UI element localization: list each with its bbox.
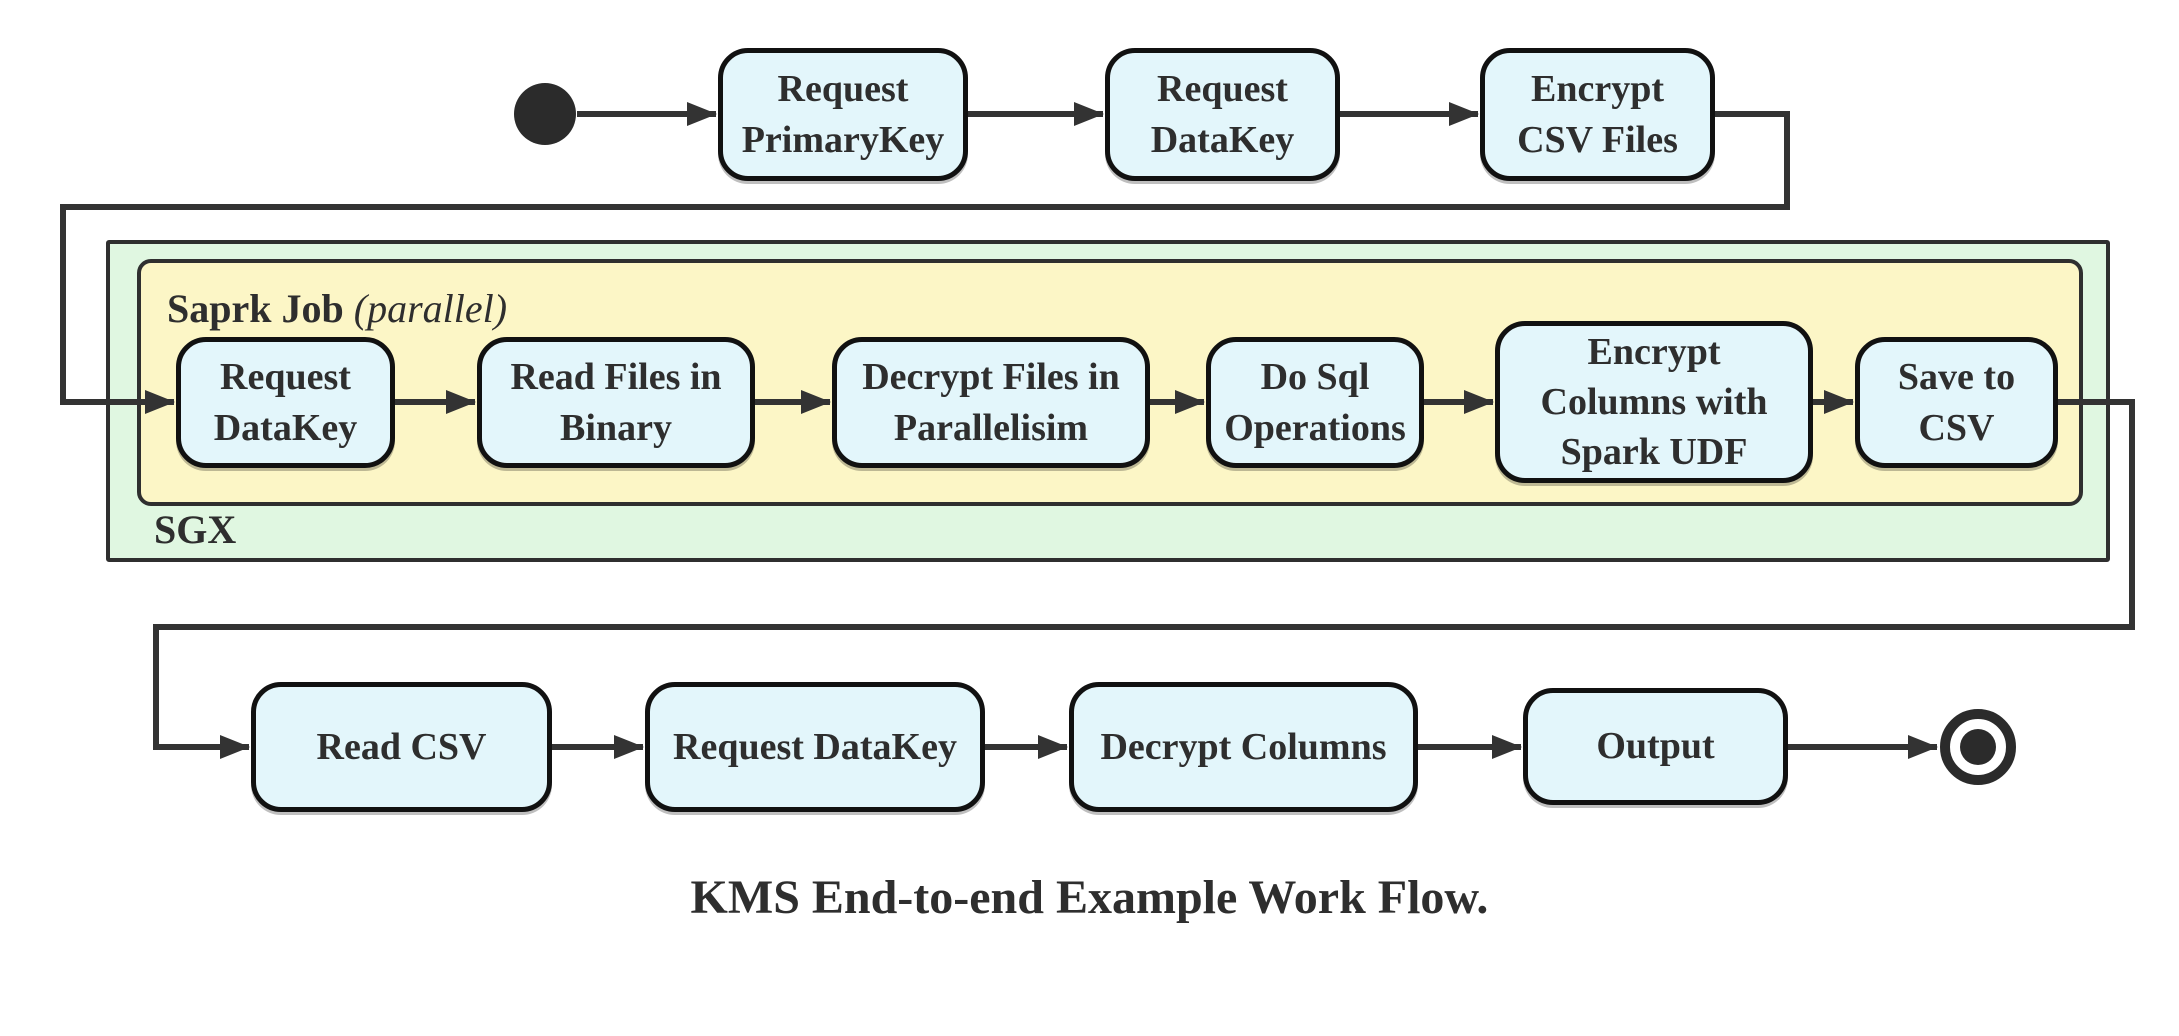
node-do-sql-operations: Do Sql Operations: [1206, 337, 1424, 468]
diagram-caption: KMS End-to-end Example Work Flow.: [690, 871, 1489, 924]
node-request-datakey-top: Request DataKey: [1105, 48, 1340, 181]
initial-state-icon: [514, 83, 576, 145]
node-encrypt-csv-files: Encrypt CSV Files: [1480, 48, 1715, 181]
final-state-icon: [1940, 709, 2016, 785]
sgx-label: SGX: [154, 507, 237, 552]
node-request-datakey-bottom: Request DataKey: [645, 682, 985, 812]
spark-job-label-group: Saprk Job (parallel): [167, 289, 507, 329]
node-read-csv: Read CSV: [251, 682, 552, 812]
spark-job-qualifier: (parallel): [353, 286, 508, 331]
node-save-to-csv: Save to CSV: [1855, 337, 2058, 468]
node-decrypt-columns: Decrypt Columns: [1069, 682, 1418, 812]
node-decrypt-files-in-parallelism: Decrypt Files in Parallelisim: [832, 337, 1150, 468]
spark-job-label: Saprk Job: [167, 286, 344, 331]
node-output: Output: [1523, 688, 1788, 805]
node-read-files-in-binary: Read Files in Binary: [477, 337, 755, 468]
node-sgx-request-datakey: Request DataKey: [176, 337, 395, 468]
node-encrypt-columns-spark-udf: Encrypt Columns with Spark UDF: [1495, 321, 1813, 483]
node-request-primarykey: Request PrimaryKey: [718, 48, 968, 181]
final-state-inner-dot: [1960, 729, 1996, 765]
